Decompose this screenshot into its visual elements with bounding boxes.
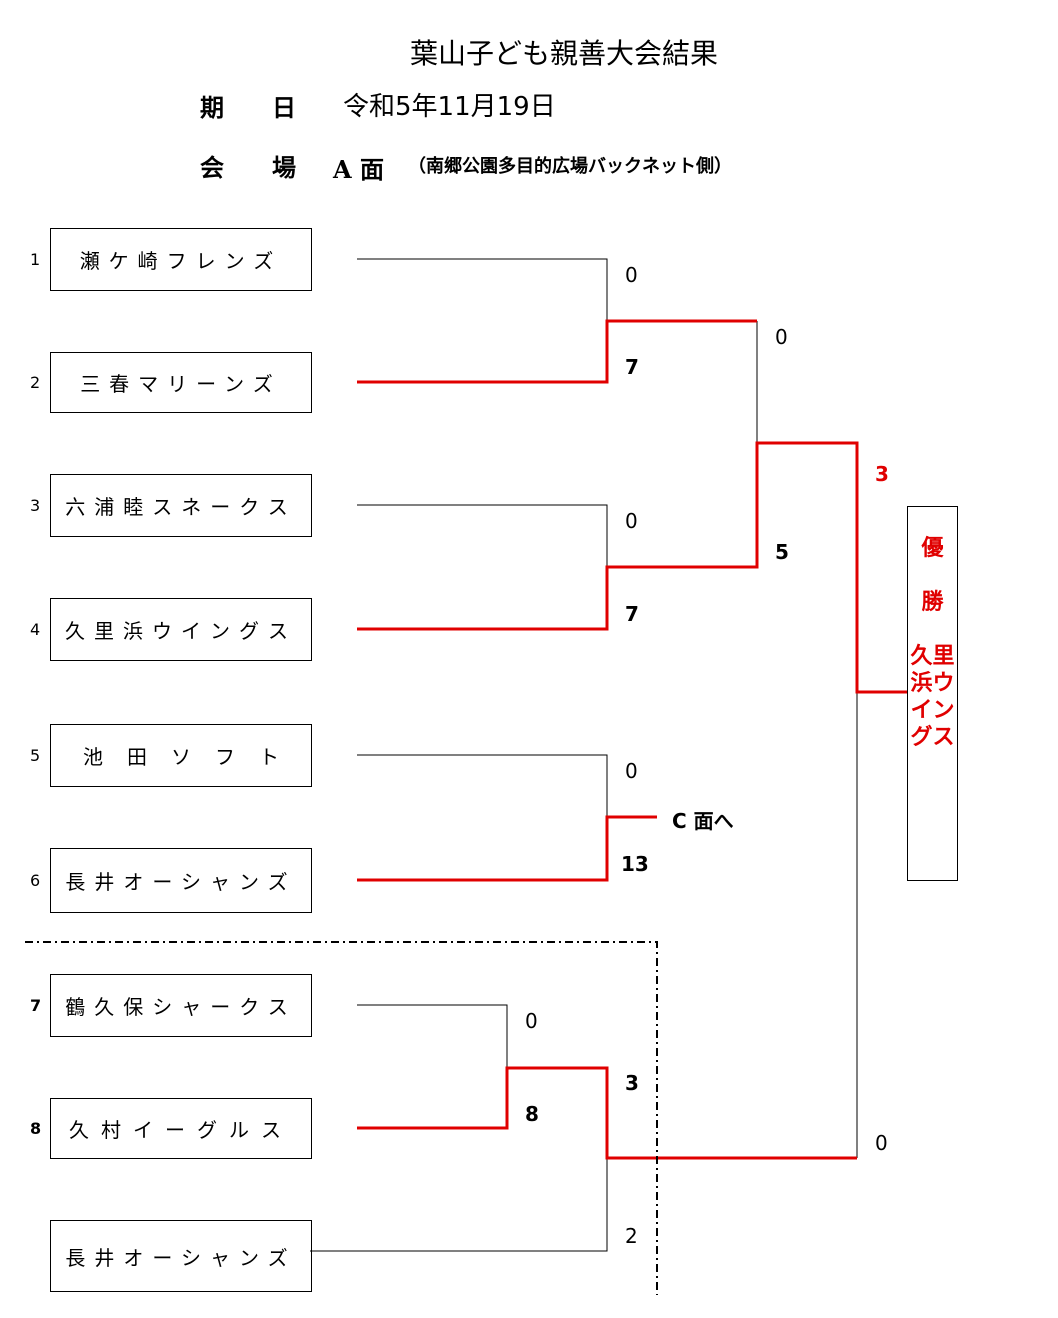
team-name: 六浦睦スネークス: [65, 495, 297, 519]
venue-label: 会 場: [200, 154, 296, 182]
team-box: 久村イーグルス: [50, 1098, 312, 1159]
date-value: 令和5年11月19日: [343, 92, 556, 122]
score-semi2-top: 3: [625, 1071, 639, 1095]
separator-line: [25, 941, 658, 1295]
seed-number: 4: [30, 620, 41, 639]
win-line-team4: [357, 441, 907, 694]
team-box: 鶴久保シャークス: [50, 974, 312, 1037]
score-final-bottom: 0: [875, 1131, 888, 1155]
team-box: 久里浜ウイングス: [50, 598, 312, 661]
team-name: 久村イーグルス: [69, 1118, 293, 1142]
score-m1-bottom: 7: [625, 355, 639, 379]
page-title: 葉山子ども親善大会結果: [409, 37, 718, 70]
team-box: 長井オーシャンズ: [50, 1220, 312, 1292]
score-m4-top: 0: [525, 1009, 538, 1033]
team-name: 池田ソフト: [83, 745, 303, 769]
seed-number: 2: [30, 373, 41, 392]
champion-box: 優 勝 久里浜ウイングス: [907, 506, 958, 881]
win-line-team8: [357, 1066, 857, 1160]
seed-number: 6: [30, 871, 41, 890]
score-final-top: 3: [875, 462, 889, 486]
champion-label-2: 勝: [921, 589, 944, 615]
score-m1-top: 0: [625, 263, 638, 287]
score-semi1-bottom: 5: [775, 540, 789, 564]
win-line-team2: [357, 319, 757, 384]
team-name: 瀬ケ崎フレンズ: [79, 249, 283, 273]
champion-label-1: 優: [921, 535, 944, 561]
line-team3: [357, 504, 608, 567]
seed-number: 1: [30, 250, 41, 269]
line-team9: [310, 1158, 608, 1252]
score-m3-top: 0: [625, 759, 638, 783]
seed-number: 7: [30, 996, 42, 1015]
date-label: 期 日: [200, 94, 296, 122]
score-m2-top: 0: [625, 509, 638, 533]
team-box: 三春マリーンズ: [50, 352, 312, 413]
win-line-team6: [357, 815, 657, 882]
c-court-note: C 面へ: [672, 809, 734, 833]
champion-team: 久里浜ウイングス: [910, 643, 955, 750]
team-name: 長井オーシャンズ: [65, 1245, 297, 1270]
score-m3-bottom: 13: [621, 852, 649, 876]
score-m2-bottom: 7: [625, 602, 639, 626]
score-semi2-bottom: 2: [625, 1224, 638, 1248]
venue-court: A 面: [333, 155, 384, 184]
team-box: 長井オーシャンズ: [50, 848, 312, 913]
line-team5: [357, 754, 608, 817]
team-name: 久里浜ウイングス: [65, 619, 297, 643]
team-name: 鶴久保シャークス: [65, 995, 297, 1019]
score-semi1-top: 0: [775, 325, 788, 349]
team-box: 六浦睦スネークス: [50, 474, 312, 537]
line-team7: [357, 1004, 508, 1068]
team-box: 瀬ケ崎フレンズ: [50, 228, 312, 291]
line-team1: [357, 258, 608, 321]
seed-number: 5: [30, 746, 41, 765]
team-name: 三春マリーンズ: [80, 372, 282, 396]
team-name: 長井オーシャンズ: [65, 870, 297, 894]
seed-number: 3: [30, 496, 41, 515]
venue-detail: （南郷公園多目的広場バックネット側）: [408, 156, 732, 177]
seed-number: 8: [30, 1119, 42, 1138]
score-m4-bottom: 8: [525, 1102, 539, 1126]
team-box: 池田ソフト: [50, 724, 312, 787]
